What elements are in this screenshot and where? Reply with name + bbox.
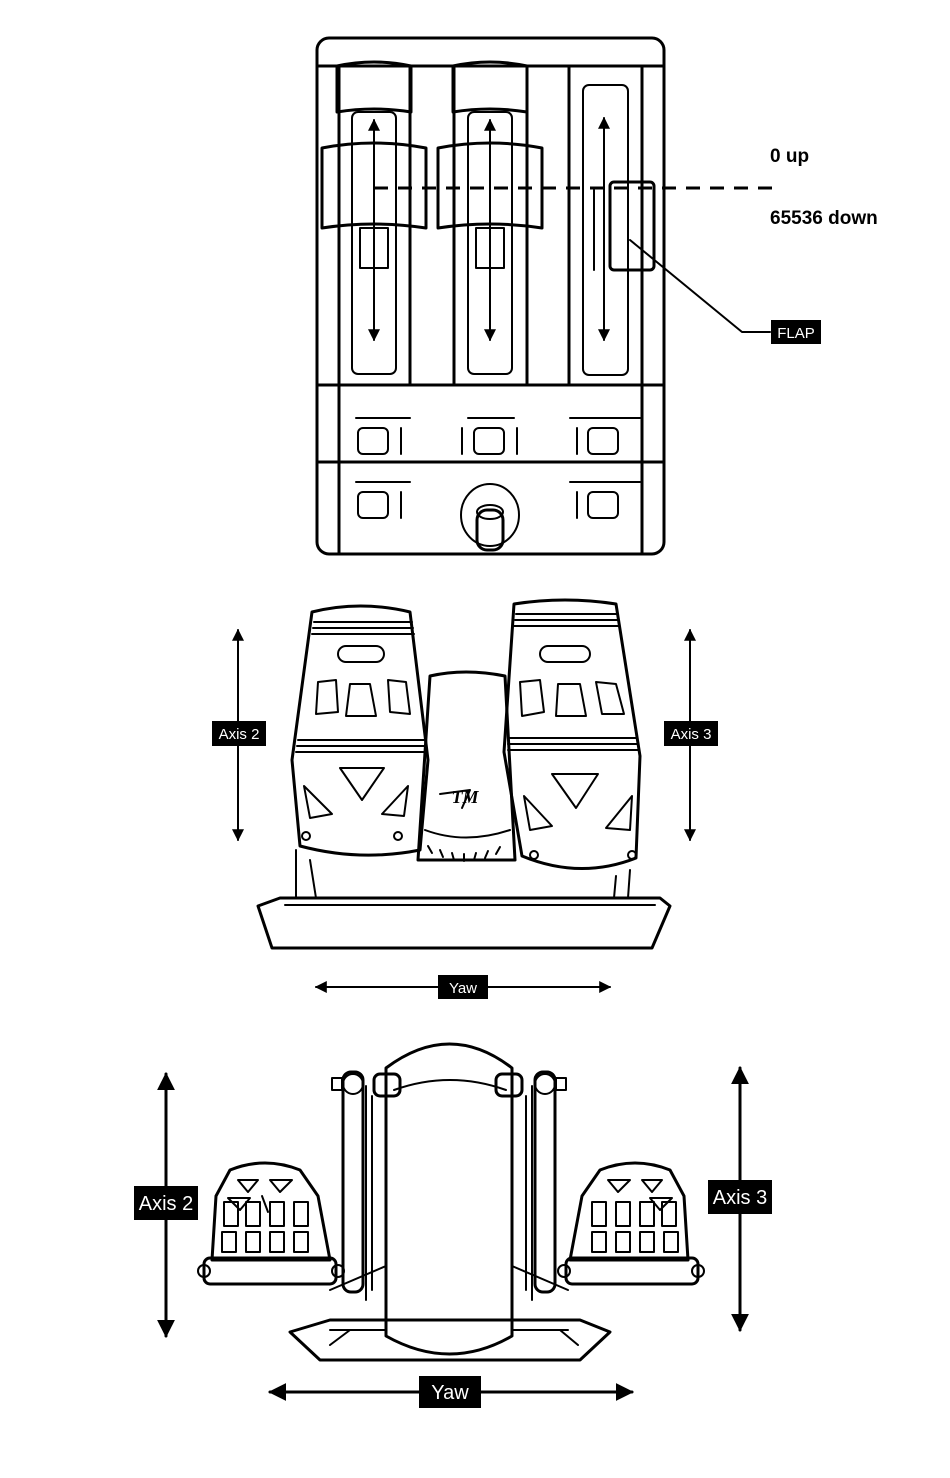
label-down: 65536 down — [770, 208, 878, 229]
rudder-pedals-front-icon: TM — [258, 600, 670, 948]
throttle-quadrant-icon — [317, 38, 772, 554]
rudder-pedals-side-icon — [198, 1044, 704, 1360]
yaw-label-side: Yaw — [431, 1382, 469, 1404]
label-up: 0 up — [770, 146, 809, 167]
axis-2-label-front: Axis 2 — [219, 726, 260, 743]
yaw-label-front: Yaw — [449, 980, 477, 997]
svg-text:TM: TM — [452, 787, 480, 807]
axis-3-label-side: Axis 3 — [713, 1187, 767, 1209]
axis-2-label-side: Axis 2 — [139, 1193, 193, 1215]
axis-3-label-front: Axis 3 — [671, 726, 712, 743]
flap-label: FLAP — [777, 325, 815, 342]
